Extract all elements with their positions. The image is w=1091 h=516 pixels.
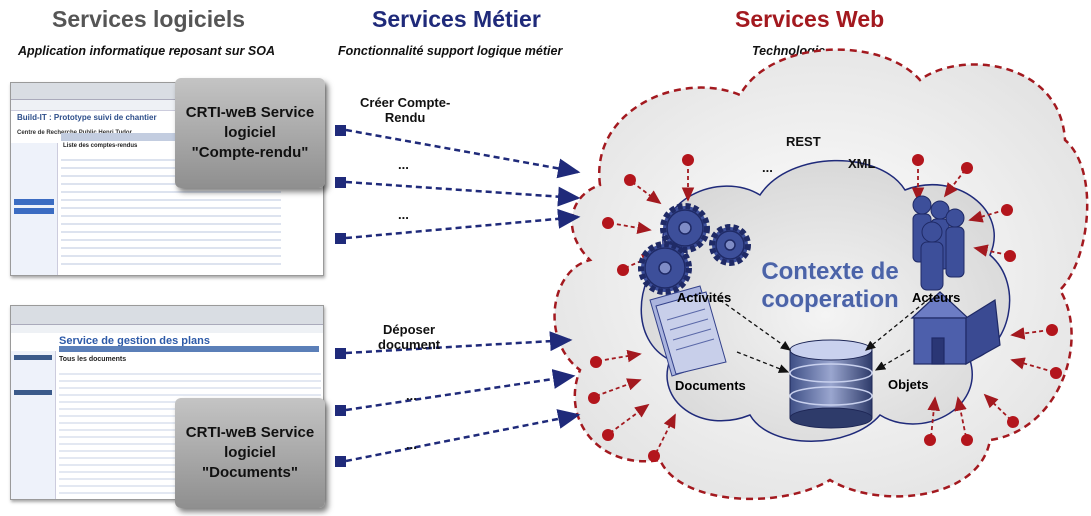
database-icon [789,339,873,429]
metier-label-top-2: ... [398,157,409,172]
subtitle-services-logiciels: Application informatique reposant sur SO… [18,44,275,58]
metier-arrows [345,128,581,463]
subtitle-services-metier: Fonctionnalité support logique métier [338,44,563,58]
label-documents: Documents [675,378,746,393]
app-tabs [59,346,319,352]
label-rest: REST [786,134,821,149]
section-title: Liste des comptes-rendus [63,143,138,149]
house-icon [910,291,1001,366]
gears-icon [638,203,751,295]
section-title: Tous les documents [59,356,127,363]
documents-icon [649,285,727,377]
web-service-pin-heads [588,154,1062,462]
browser-toolbar [11,306,323,325]
metier-label-top-3: ... [398,207,409,222]
label-objets: Objets [888,377,929,392]
metier-arrow-squares [335,125,346,467]
metier-label-bottom-3: ... [406,437,417,452]
metier-label-deposer-document: Déposer document [378,322,441,352]
metier-label-creer-compte-rendu: Créer Compte- Rendu [360,95,451,125]
title-services-web: Services Web [735,6,885,32]
app-title: Build-IT : Prototype suivi de chantier [17,113,157,122]
app-sidebar [11,351,56,499]
app-sidebar [11,143,58,275]
app-title: Service de gestion des plans [59,335,211,347]
label-cloud-ellipsis: ... [762,160,773,175]
title-services-metier: Services Métier [372,6,541,32]
label-activites: Activités [677,290,732,305]
service-box-documents: CRTI-weB Service logiciel "Documents" [175,398,325,508]
context-arrows [719,297,931,373]
metier-label-bottom-2: ... [406,388,417,403]
web-service-pins [595,162,1055,454]
label-xml: XML [848,156,876,171]
service-box-compte-rendu: CRTI-weB Service logiciel "Compte-rendu" [175,78,325,188]
actors-icon [912,195,965,291]
label-acteurs: Acteurs [912,290,961,305]
title-services-logiciels: Services logiciels [52,6,246,32]
context-title: Contexte de cooperation [761,258,899,313]
